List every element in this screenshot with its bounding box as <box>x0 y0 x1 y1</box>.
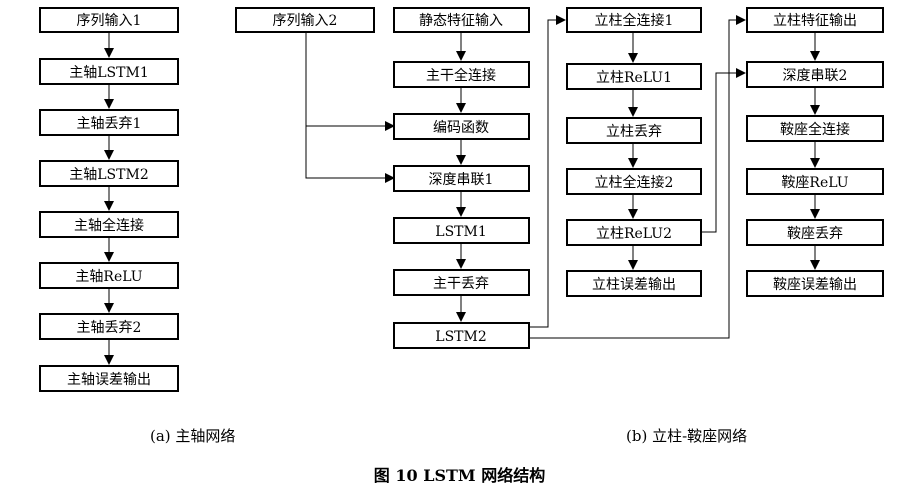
node-a-drop2: 主轴丢弃2 <box>39 313 179 340</box>
svg-text:主轴丢弃2: 主轴丢弃2 <box>77 320 142 336</box>
node-a-lstm1: 主轴LSTM1 <box>39 58 179 85</box>
node-a-input: 序列输入1 <box>39 7 179 33</box>
node-c-relu2: 立柱ReLU2 <box>566 219 702 246</box>
node-d-concat2: 深度串联2 <box>746 61 884 88</box>
node-a-drop1: 主轴丢弃1 <box>39 109 179 136</box>
edge-c-relu2-dconcat2 <box>701 68 746 233</box>
svg-text:立柱ReLU1: 立柱ReLU1 <box>596 70 672 86</box>
svg-text:LSTM2: LSTM2 <box>435 329 486 345</box>
svg-text:鞍座误差输出: 鞍座误差输出 <box>773 277 857 293</box>
node-d-relu: 鞍座ReLU <box>746 168 884 195</box>
node-b-lstm2: LSTM2 <box>393 322 530 349</box>
node-c-fc2: 立柱全连接2 <box>566 168 702 195</box>
svg-text:鞍座全连接: 鞍座全连接 <box>780 121 850 138</box>
svg-text:立柱特征输出: 立柱特征输出 <box>773 13 857 29</box>
svg-text:立柱丢弃: 立柱丢弃 <box>606 124 662 140</box>
caption-b: (b) 立柱-鞍座网络 <box>626 427 748 445</box>
svg-text:立柱全连接2: 立柱全连接2 <box>595 174 674 191</box>
node-b-trunk-fc: 主干全连接 <box>393 61 530 88</box>
node-b-input2: 序列输入2 <box>235 7 375 33</box>
node-c-relu1: 立柱ReLU1 <box>566 63 702 90</box>
node-d-fc: 鞍座全连接 <box>746 115 884 142</box>
node-b-lstm1: LSTM1 <box>393 217 530 244</box>
figure-title: 图 10 LSTM 网络结构 <box>373 466 546 485</box>
svg-text:编码函数: 编码函数 <box>433 120 489 136</box>
svg-text:主轴ReLU: 主轴ReLU <box>75 269 142 285</box>
svg-text:深度串联1: 深度串联1 <box>429 172 494 188</box>
caption-a: (a) 主轴网络 <box>150 427 236 445</box>
node-b-static: 静态特征输入 <box>393 7 530 33</box>
node-b-concat1: 深度串联1 <box>393 165 530 192</box>
svg-text:立柱误差输出: 立柱误差输出 <box>592 277 676 293</box>
svg-text:主轴丢弃1: 主轴丢弃1 <box>77 116 142 132</box>
node-b-encode: 编码函数 <box>393 113 530 140</box>
svg-text:LSTM1: LSTM1 <box>435 224 486 240</box>
svg-text:主轴误差输出: 主轴误差输出 <box>67 372 151 388</box>
node-c-out: 立柱误差输出 <box>566 270 702 297</box>
node-d-feat: 立柱特征输出 <box>746 7 884 33</box>
svg-text:鞍座丢弃: 鞍座丢弃 <box>787 226 843 242</box>
svg-text:序列输入1: 序列输入1 <box>77 13 142 29</box>
node-d-out: 鞍座误差输出 <box>746 270 884 297</box>
node-a-lstm2: 主轴LSTM2 <box>39 160 179 187</box>
svg-text:主干全连接: 主干全连接 <box>426 67 496 84</box>
node-a-relu: 主轴ReLU <box>39 262 179 289</box>
svg-text:主轴LSTM1: 主轴LSTM1 <box>69 65 148 81</box>
svg-text:深度串联2: 深度串联2 <box>783 68 848 84</box>
node-c-fc1: 立柱全连接1 <box>566 7 702 33</box>
node-b-trunk-drop: 主干丢弃 <box>393 269 530 296</box>
svg-text:立柱全连接1: 立柱全连接1 <box>595 12 674 29</box>
node-c-drop: 立柱丢弃 <box>566 117 702 144</box>
edge-b-lstm2-cfc1 <box>529 15 566 328</box>
node-a-out: 主轴误差输出 <box>39 365 179 392</box>
svg-text:鞍座ReLU: 鞍座ReLU <box>781 175 848 191</box>
svg-text:主轴全连接: 主轴全连接 <box>74 217 144 234</box>
svg-text:主轴LSTM2: 主轴LSTM2 <box>69 167 148 183</box>
edge-b-input2-concat1 <box>305 126 395 183</box>
node-d-drop: 鞍座丢弃 <box>746 219 884 246</box>
svg-text:主干丢弃: 主干丢弃 <box>433 276 489 292</box>
edge-b-lstm2-dconcat2 <box>529 15 746 339</box>
edge-b-input2-encode <box>305 32 395 131</box>
node-a-fc: 主轴全连接 <box>39 211 179 238</box>
svg-text:立柱ReLU2: 立柱ReLU2 <box>596 226 672 242</box>
edges <box>104 15 820 365</box>
svg-text:序列输入2: 序列输入2 <box>273 13 338 29</box>
svg-text:静态特征输入: 静态特征输入 <box>419 13 503 29</box>
